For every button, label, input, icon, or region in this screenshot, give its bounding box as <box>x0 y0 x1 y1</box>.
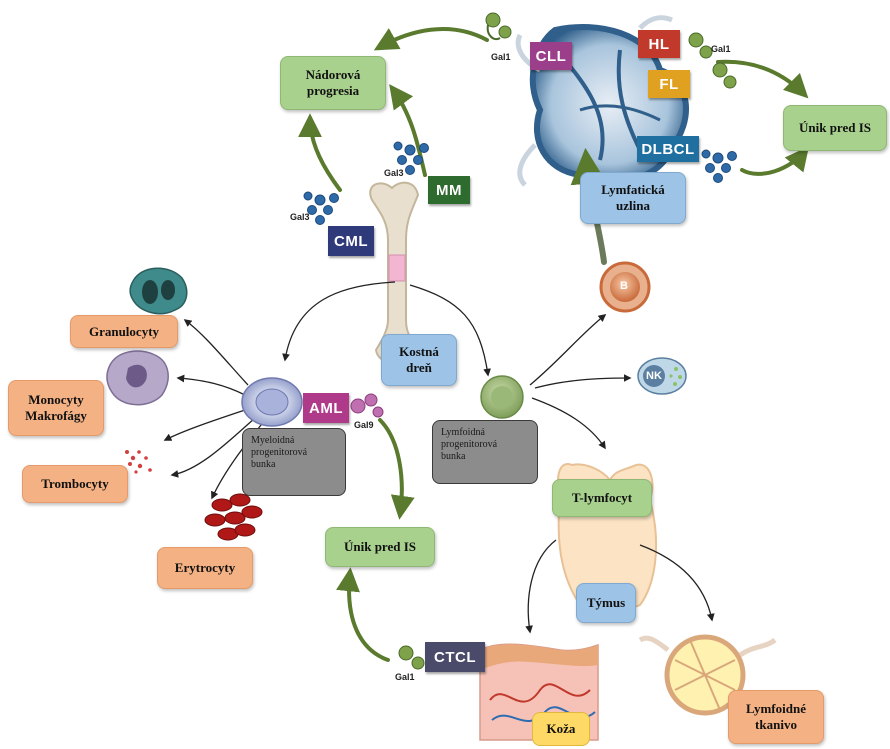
gal3-molecule-icon <box>303 191 339 225</box>
tag-cml: CML <box>328 226 374 256</box>
tag-mm: MM <box>428 176 470 204</box>
nk-cell <box>637 357 687 395</box>
t-lymphocyte-box: T-lymfocyt <box>552 479 652 517</box>
immune-escape-box-mid: Únik pred IS <box>325 527 435 567</box>
tag-aml: AML <box>303 393 349 423</box>
granulocyte-cell <box>129 267 188 315</box>
tag-hl: HL <box>638 30 680 58</box>
gal3-label-mm: Gal3 <box>384 168 404 178</box>
gal1-molecule-icon <box>688 32 737 89</box>
gal1-molecule-icon <box>398 645 425 670</box>
monocytes-box: Monocyty Makrofágy <box>8 380 104 436</box>
gal3-molecule-icon <box>393 141 429 175</box>
nk-cell-label: NK <box>646 370 662 382</box>
tag-cll: CLL <box>530 42 572 70</box>
myeloid-progenitor-cell <box>241 377 303 427</box>
tag-fl: FL <box>648 70 690 98</box>
bone-marrow-box: Kostná dreň <box>381 334 457 386</box>
gal1-label-right: Gal1 <box>711 44 731 54</box>
tag-ctcl: CTCL <box>425 642 485 672</box>
black-arrows <box>163 281 715 634</box>
gal3-molecule-icon <box>701 149 737 183</box>
platelets-illustration <box>125 450 152 474</box>
erythrocytes-illustration <box>204 493 263 541</box>
gal3-label-cml: Gal3 <box>290 212 310 222</box>
b-cell <box>599 261 651 313</box>
lymphoid-tissue-illustration <box>638 634 777 716</box>
skin-box: Koža <box>532 712 590 746</box>
lymph-node-box: Lymfatická uzlina <box>580 172 686 224</box>
lymphoid-progenitor-cell <box>480 375 524 419</box>
thymus-box: Týmus <box>576 583 636 623</box>
monocyte-cell <box>106 350 169 406</box>
erythrocytes-box: Erytrocyty <box>157 547 253 589</box>
immune-escape-box-top: Únik pred IS <box>783 105 887 151</box>
lymphoid-progenitor-box: Lymfoidná progenitorová bunka <box>432 420 538 484</box>
tag-dlbcl: DLBCL <box>637 136 699 162</box>
granulocytes-box: Granulocyty <box>70 315 178 348</box>
lymphoid-tissue-box: Lymfoidné tkanivo <box>728 690 824 744</box>
b-cell-label: B <box>620 280 628 292</box>
green-arrows <box>298 27 810 662</box>
gal1-molecule-icon <box>485 12 512 41</box>
tumor-progression-box: Nádorová progresia <box>280 56 386 110</box>
gal9-molecule-icon <box>350 393 384 418</box>
gal9-label: Gal9 <box>354 420 374 430</box>
myeloid-progenitor-box: Myeloidná progenitorová bunka <box>242 428 346 496</box>
gal1-label-ctcl: Gal1 <box>395 672 415 682</box>
gal1-label-top: Gal1 <box>491 52 511 62</box>
thrombocytes-box: Trombocyty <box>22 465 128 503</box>
